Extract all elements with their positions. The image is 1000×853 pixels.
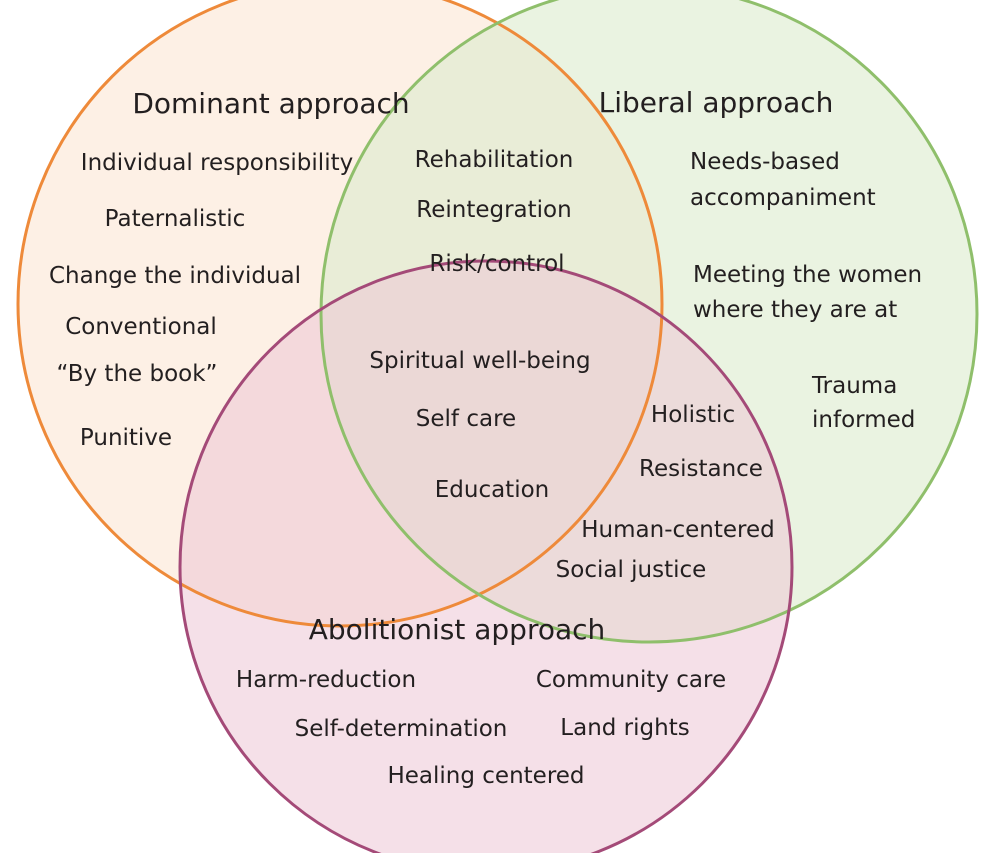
circle-outlines xyxy=(16,0,979,853)
dominant-group: Dominant approach Individual responsibil… xyxy=(49,87,410,451)
liberal-group: Liberal approach Needs-based accompanime… xyxy=(599,86,923,433)
liberal-circle xyxy=(319,0,979,644)
circle-fills xyxy=(18,0,977,853)
abolitionist-item-community-care: Community care xyxy=(536,667,726,693)
liberal-item-needs-based: Needs-based xyxy=(690,149,840,175)
abolitionist-circle-fill xyxy=(180,261,792,853)
dominant-circle xyxy=(16,0,664,628)
overlap-item-risk-control: Risk/control xyxy=(429,251,564,277)
overlap-item-rehabilitation: Rehabilitation xyxy=(415,147,574,173)
abolitionist-circle xyxy=(178,259,794,853)
dominant-liberal-overlap-group: Rehabilitation Reintegration Risk/contro… xyxy=(415,147,574,277)
liberal-title: Liberal approach xyxy=(599,86,834,119)
overlap-item-human-centered: Human-centered xyxy=(581,517,775,543)
liberal-abolitionist-overlap-group: Holistic Resistance Human-centered Socia… xyxy=(556,402,775,583)
center-overlap-group: Spiritual well-being Self care Education xyxy=(369,348,590,503)
abolitionist-title: Abolitionist approach xyxy=(309,613,606,646)
abolitionist-item-healing-centered: Healing centered xyxy=(387,763,584,789)
overlap-item-holistic: Holistic xyxy=(651,402,735,428)
abolitionist-item-land-rights: Land rights xyxy=(560,715,689,741)
overlap-item-resistance: Resistance xyxy=(639,456,763,482)
abolitionist-item-self-determination: Self-determination xyxy=(295,716,508,742)
liberal-item-meeting-the-women: Meeting the women xyxy=(693,262,922,288)
dominant-item-paternalistic: Paternalistic xyxy=(105,206,246,232)
center-item-self-care: Self care xyxy=(416,406,516,432)
liberal-item-informed: informed xyxy=(812,407,915,433)
dominant-item-punitive: Punitive xyxy=(80,425,172,451)
abolitionist-item-harm-reduction: Harm-reduction xyxy=(236,667,416,693)
center-item-education: Education xyxy=(435,477,550,503)
abolitionist-group: Abolitionist approach Harm-reduction Com… xyxy=(236,613,726,789)
center-item-spiritual-well-being: Spiritual well-being xyxy=(369,348,590,374)
liberal-item-trauma: Trauma xyxy=(811,373,897,399)
dominant-item-by-the-book: “By the book” xyxy=(57,361,218,387)
dominant-title: Dominant approach xyxy=(132,87,409,120)
overlap-item-reintegration: Reintegration xyxy=(416,197,571,223)
dominant-item-change-the-individual: Change the individual xyxy=(49,263,301,289)
liberal-item-accompaniment: accompaniment xyxy=(690,185,876,211)
dominant-item-individual-responsibility: Individual responsibility xyxy=(81,150,353,176)
liberal-item-where-they-are-at: where they are at xyxy=(693,297,897,323)
dominant-item-conventional: Conventional xyxy=(65,314,217,340)
overlap-item-social-justice: Social justice xyxy=(556,557,707,583)
